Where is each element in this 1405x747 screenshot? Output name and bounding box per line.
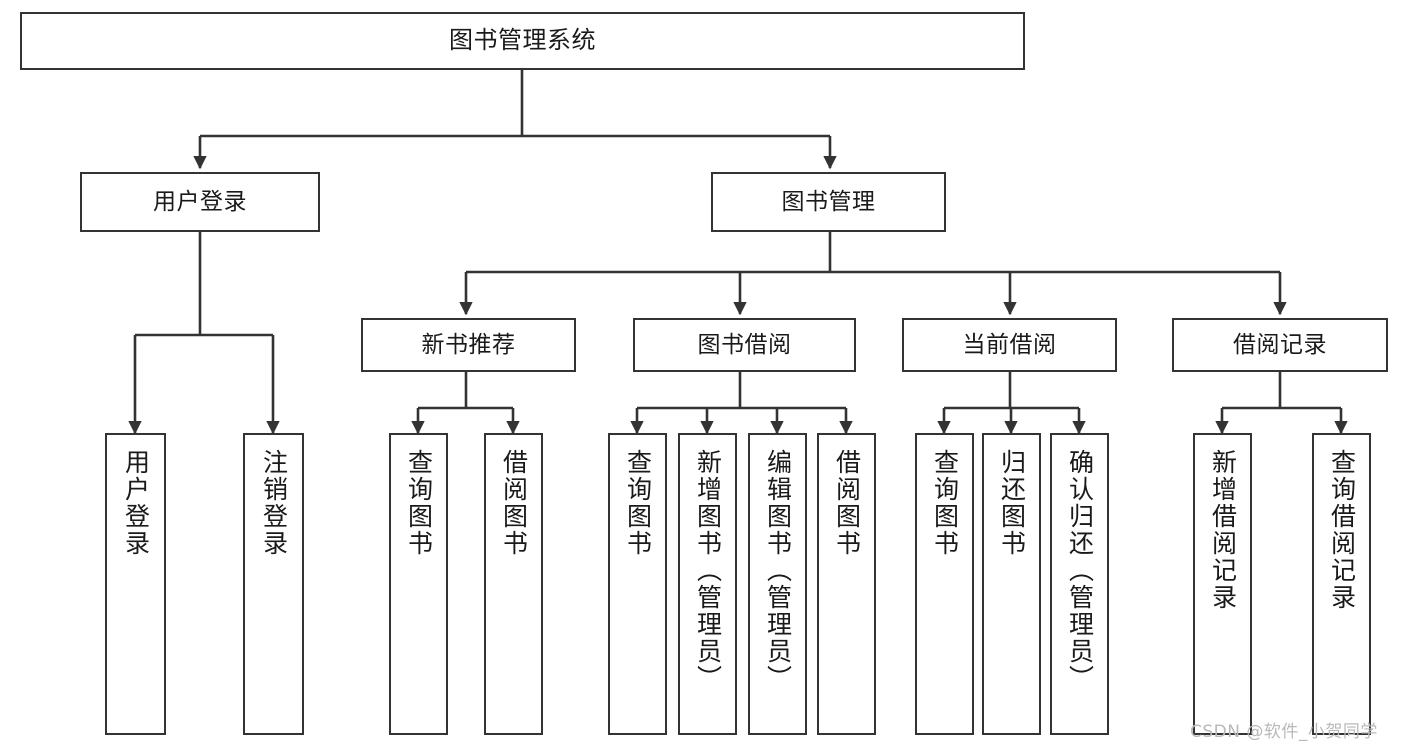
node-current-borrow[interactable]: 当前借阅 — [902, 318, 1117, 372]
leaf-return-book[interactable]: 归还图书 — [982, 433, 1041, 735]
node-book-management[interactable]: 图书管理 — [711, 172, 946, 232]
leaf-confirm-return-admin[interactable]: 确认归还（管理员） — [1050, 433, 1109, 735]
node-book-borrow-label: 图书借阅 — [697, 331, 792, 358]
leaf-query-book-borrow[interactable]: 查询图书 — [608, 433, 667, 735]
leaf-query-book-current[interactable]: 查询图书 — [915, 433, 974, 735]
leaf-borrow-book[interactable]: 借阅图书 — [817, 433, 876, 735]
node-root[interactable]: 图书管理系统 — [20, 12, 1025, 70]
leaf-query-borrow-record-label: 查询借阅记录 — [1327, 449, 1357, 611]
leaf-add-borrow-record-label: 新增借阅记录 — [1208, 449, 1238, 611]
node-user-login-label: 用户登录 — [153, 188, 247, 215]
leaf-query-borrow-record[interactable]: 查询借阅记录 — [1312, 433, 1371, 735]
node-new-book-recommend-label: 新书推荐 — [421, 331, 516, 358]
node-book-borrow[interactable]: 图书借阅 — [633, 318, 856, 372]
leaf-logout-label: 注销登录 — [259, 449, 289, 557]
leaf-confirm-return-admin-label: 确认归还（管理员） — [1065, 449, 1095, 692]
node-book-management-label: 图书管理 — [781, 188, 876, 215]
node-user-login[interactable]: 用户登录 — [80, 172, 320, 232]
node-borrow-record-label: 借阅记录 — [1233, 331, 1327, 358]
leaf-return-book-label: 归还图书 — [997, 449, 1027, 557]
leaf-user-login-label: 用户登录 — [121, 449, 151, 557]
leaf-user-login[interactable]: 用户登录 — [105, 433, 166, 735]
leaf-edit-book-admin[interactable]: 编辑图书（管理员） — [748, 433, 807, 735]
leaf-add-book-admin-label: 新增图书（管理员） — [693, 449, 723, 692]
leaf-query-book-current-label: 查询图书 — [930, 449, 960, 557]
leaf-edit-book-admin-label: 编辑图书（管理员） — [763, 449, 793, 692]
leaf-add-book-admin[interactable]: 新增图书（管理员） — [678, 433, 737, 735]
node-borrow-record[interactable]: 借阅记录 — [1172, 318, 1388, 372]
leaf-borrow-book-recommend-label: 借阅图书 — [499, 449, 529, 557]
leaf-query-book-recommend-label: 查询图书 — [404, 449, 434, 557]
leaf-add-borrow-record[interactable]: 新增借阅记录 — [1193, 433, 1252, 735]
leaf-logout[interactable]: 注销登录 — [243, 433, 304, 735]
node-current-borrow-label: 当前借阅 — [962, 331, 1057, 358]
leaf-borrow-book-recommend[interactable]: 借阅图书 — [484, 433, 543, 735]
leaf-query-book-borrow-label: 查询图书 — [623, 449, 653, 557]
csdn-watermark: CSDN @软件_小贺同学 — [1190, 722, 1378, 742]
node-new-book-recommend[interactable]: 新书推荐 — [361, 318, 576, 372]
node-root-label: 图书管理系统 — [449, 26, 596, 55]
leaf-query-book-recommend[interactable]: 查询图书 — [389, 433, 448, 735]
leaf-borrow-book-label: 借阅图书 — [832, 449, 862, 557]
